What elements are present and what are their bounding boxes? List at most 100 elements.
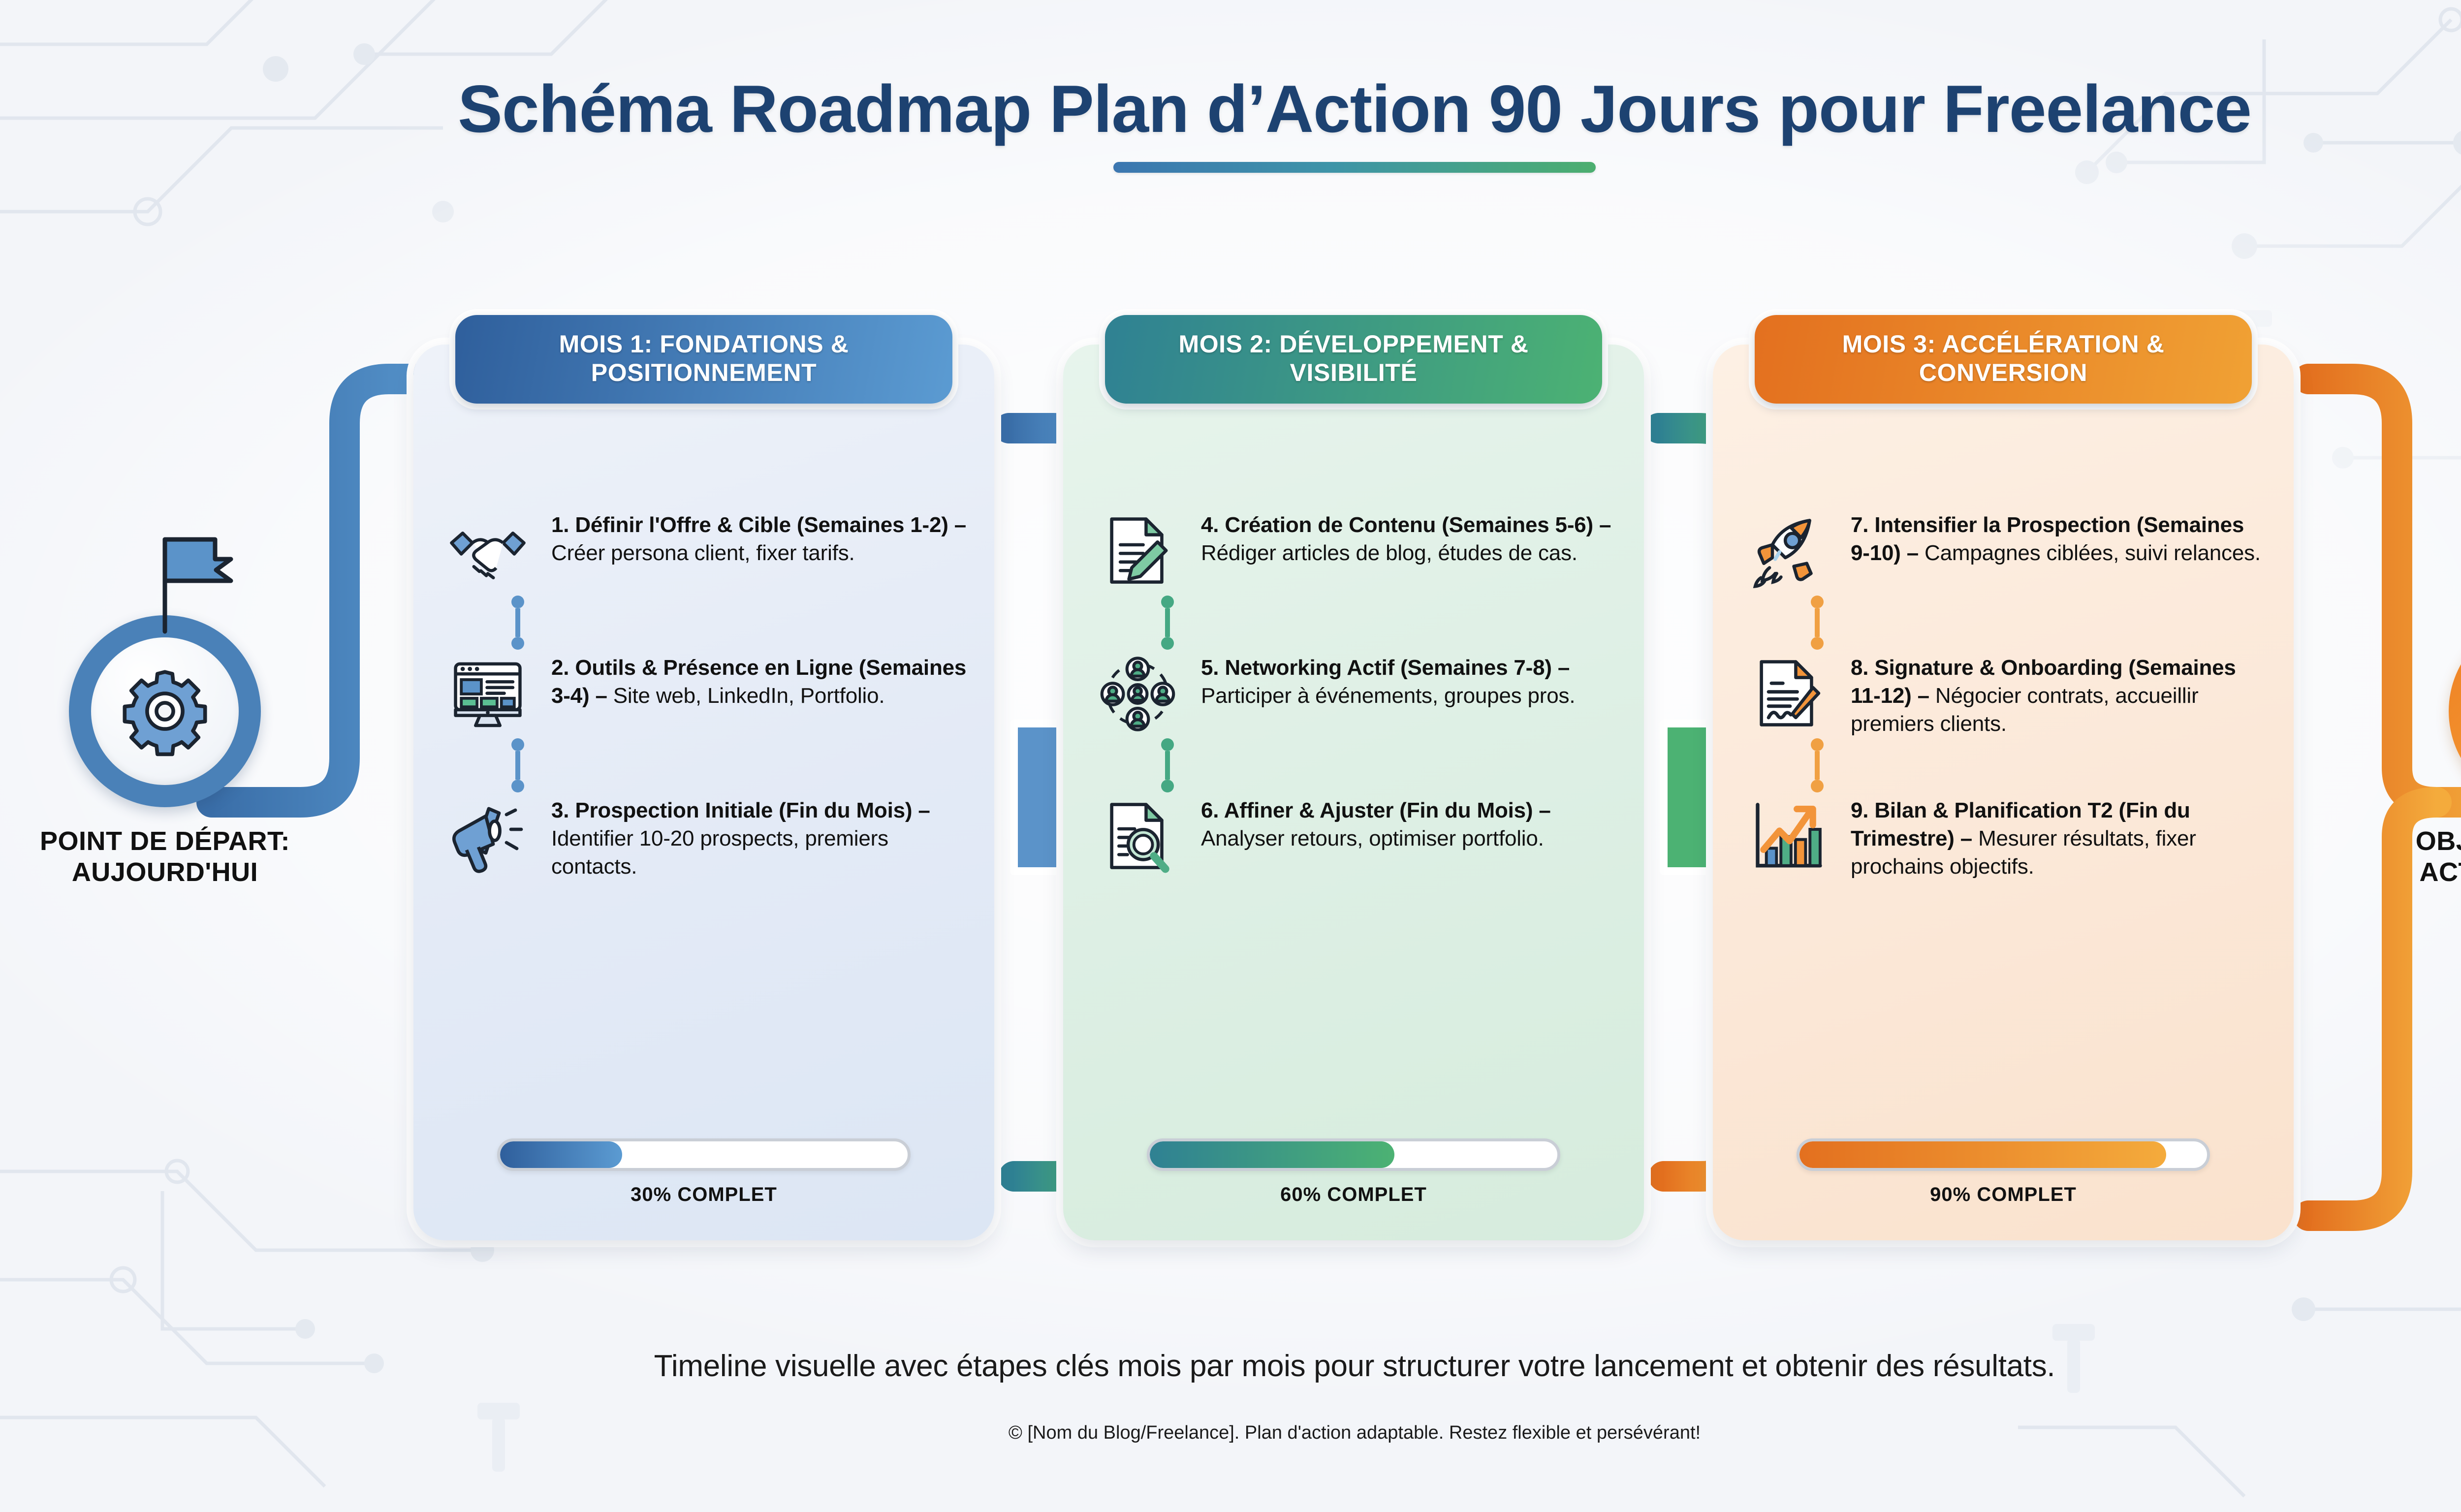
end-point-ring <box>2449 615 2461 807</box>
start-point-label: POINT DE DÉPART: AUJOURD'HUI <box>39 826 290 887</box>
step-text: 4. Création de Contenu (Semaines 5-6) – … <box>1201 507 1616 567</box>
progress-fill <box>1150 1141 1394 1168</box>
connector-line <box>1815 751 1820 780</box>
connector-line <box>515 608 520 637</box>
step-text: 8. Signature & Onboarding (Semaines 11-1… <box>1851 650 2266 738</box>
progress-track <box>497 1138 911 1171</box>
end-point: OBJECTIF ATTEINT: ACTIVITÉ LANCÉE! <box>2407 615 2461 888</box>
connector-line <box>515 751 520 780</box>
step-title: 4. Création de Contenu (Semaines 5-6) – <box>1201 513 1611 537</box>
step-desc: Identifier 10-20 prospects, premiers con… <box>551 826 888 879</box>
start-point-ring <box>69 537 261 807</box>
progress-label: 30% COMPLET <box>631 1184 777 1205</box>
month-card-3-header: MOIS 3: ACCÉLÉRATION & CONVERSION <box>1755 315 2252 404</box>
connector-dot <box>1811 596 1824 608</box>
month-card-2-progress: 60% COMPLET <box>1063 1138 1644 1206</box>
connector-dot <box>511 738 524 751</box>
step-desc: Mesurer résultats, fixer prochains objec… <box>1851 826 2196 879</box>
month-card-1-header: MOIS 1: FONDATIONS & POSITIONNEMENT <box>455 315 952 404</box>
connector-line <box>1815 608 1820 637</box>
connector-line <box>1165 751 1170 780</box>
connector-dot <box>511 780 524 792</box>
connector-dot <box>1161 738 1174 751</box>
step-desc: Créer persona client, fixer tarifs. <box>551 541 855 566</box>
connector-dot <box>1811 738 1824 751</box>
step-item[interactable]: 5. Networking Actif (Semaines 7-8) – Par… <box>1091 650 1616 738</box>
connector-dot <box>511 596 524 608</box>
step-item[interactable]: 7. Intensifier la Prospection (Semaines … <box>1740 507 2266 596</box>
network-people-icon <box>1091 650 1184 738</box>
step-text: 7. Intensifier la Prospection (Semaines … <box>1851 507 2266 567</box>
step-title: 3. Prospection Initiale (Fin du Mois) – <box>551 798 930 822</box>
handshake-icon <box>441 507 535 596</box>
step-title: 5. Networking Actif (Semaines 7-8) – <box>1201 656 1570 680</box>
step-connector <box>441 596 967 650</box>
document-magnifier-icon <box>1091 792 1184 881</box>
progress-fill <box>500 1141 623 1168</box>
rocket-icon <box>1740 507 1834 596</box>
start-point: POINT DE DÉPART: AUJOURD'HUI <box>27 537 303 888</box>
month-card-1[interactable]: MOIS 1: FONDATIONS & POSITIONNEMENT 1 <box>413 315 994 1240</box>
connector-dot <box>511 637 524 650</box>
step-connector <box>1740 596 2266 650</box>
page-title: Schéma Roadmap Plan d’Action 90 Jours po… <box>458 71 2252 146</box>
month-card-2-steps: 4. Création de Contenu (Semaines 5-6) – … <box>1063 507 1644 881</box>
connector-dot <box>1811 780 1824 792</box>
step-title: 1. Définir l'Offre & Cible (Semaines 1-2… <box>551 513 966 537</box>
step-title: 9. Bilan & Planification T2 (Fin du Trim… <box>1851 798 2190 851</box>
growth-chart-icon <box>1740 792 1834 881</box>
step-title: 2. Outils & Présence en Ligne (Semaines … <box>551 656 967 708</box>
step-connector <box>1091 738 1616 792</box>
step-text: 5. Networking Actif (Semaines 7-8) – Par… <box>1201 650 1616 710</box>
page-header: Schéma Roadmap Plan d’Action 90 Jours po… <box>0 74 2461 173</box>
step-item[interactable]: 4. Création de Contenu (Semaines 5-6) – … <box>1091 507 1616 596</box>
megaphone-icon <box>441 792 535 881</box>
step-title: 8. Signature & Onboarding (Semaines 11-1… <box>1851 656 2236 708</box>
step-desc: Participer à événements, groupes pros. <box>1201 684 1576 708</box>
month-card-1-progress: 30% COMPLET <box>413 1138 994 1206</box>
progress-track <box>1797 1138 2210 1171</box>
connector-dot <box>1811 637 1824 650</box>
progress-label: 60% COMPLET <box>1280 1184 1427 1205</box>
step-item[interactable]: 8. Signature & Onboarding (Semaines 11-1… <box>1740 650 2266 738</box>
step-text: 6. Affiner & Ajuster (Fin du Mois) – Ana… <box>1201 792 1616 852</box>
gear-icon <box>123 670 207 756</box>
connector-dot <box>1161 596 1174 608</box>
step-text: 9. Bilan & Planification T2 (Fin du Trim… <box>1851 792 2266 881</box>
step-item[interactable]: 1. Définir l'Offre & Cible (Semaines 1-2… <box>441 507 967 596</box>
progress-track <box>1147 1138 1560 1171</box>
step-title: 6. Affiner & Ajuster (Fin du Mois) – <box>1201 798 1551 822</box>
step-desc: Analyser retours, optimiser portfolio. <box>1201 826 1544 851</box>
month-card-3-steps: 7. Intensifier la Prospection (Semaines … <box>1713 507 2294 881</box>
title-underline <box>1113 161 1596 173</box>
end-point-label: OBJECTIF ATTEINT: ACTIVITÉ LANCÉE! <box>2415 826 2461 887</box>
step-connector <box>1740 738 2266 792</box>
step-connector <box>441 738 967 792</box>
footer-copyright: © [Nom du Blog/Freelance]. Plan d'action… <box>1008 1422 1701 1443</box>
step-desc: Site web, LinkedIn, Portfolio. <box>607 684 885 708</box>
month-card-3[interactable]: MOIS 3: ACCÉLÉRATION & CONVERSION <box>1713 315 2294 1240</box>
step-item[interactable]: 9. Bilan & Planification T2 (Fin du Trim… <box>1740 792 2266 881</box>
month-card-3-progress: 90% COMPLET <box>1713 1138 2294 1206</box>
step-title: 7. Intensifier la Prospection (Semaines … <box>1851 513 2244 566</box>
flag-icon <box>146 531 240 636</box>
document-pencil-icon <box>1091 507 1184 596</box>
step-connector <box>1091 596 1616 650</box>
month-card-2[interactable]: MOIS 2: DÉVELOPPEMENT & VISIBILITÉ 4. Cr… <box>1063 315 1644 1240</box>
month-card-2-header: MOIS 2: DÉVELOPPEMENT & VISIBILITÉ <box>1105 315 1602 404</box>
month-card-1-steps: 1. Définir l'Offre & Cible (Semaines 1-2… <box>413 507 994 881</box>
monitor-website-icon <box>441 650 535 738</box>
progress-fill <box>1799 1141 2167 1168</box>
step-item[interactable]: 2. Outils & Présence en Ligne (Semaines … <box>441 650 967 738</box>
step-text: 3. Prospection Initiale (Fin du Mois) – … <box>551 792 967 881</box>
step-desc: Campagnes ciblées, suivi relances. <box>1919 541 2261 566</box>
step-text: 2. Outils & Présence en Ligne (Semaines … <box>551 650 967 710</box>
footer-caption: Timeline visuelle avec étapes clés mois … <box>654 1349 2055 1383</box>
step-desc: Négocier contrats, accueillir premiers c… <box>1851 684 2199 736</box>
step-item[interactable]: 3. Prospection Initiale (Fin du Mois) – … <box>441 792 967 881</box>
start-point-inner <box>91 637 239 785</box>
step-text: 1. Définir l'Offre & Cible (Semaines 1-2… <box>551 507 967 567</box>
connector-dot <box>1161 637 1174 650</box>
step-desc: Rédiger articles de blog, études de cas. <box>1201 541 1578 566</box>
step-item[interactable]: 6. Affiner & Ajuster (Fin du Mois) – Ana… <box>1091 792 1616 881</box>
